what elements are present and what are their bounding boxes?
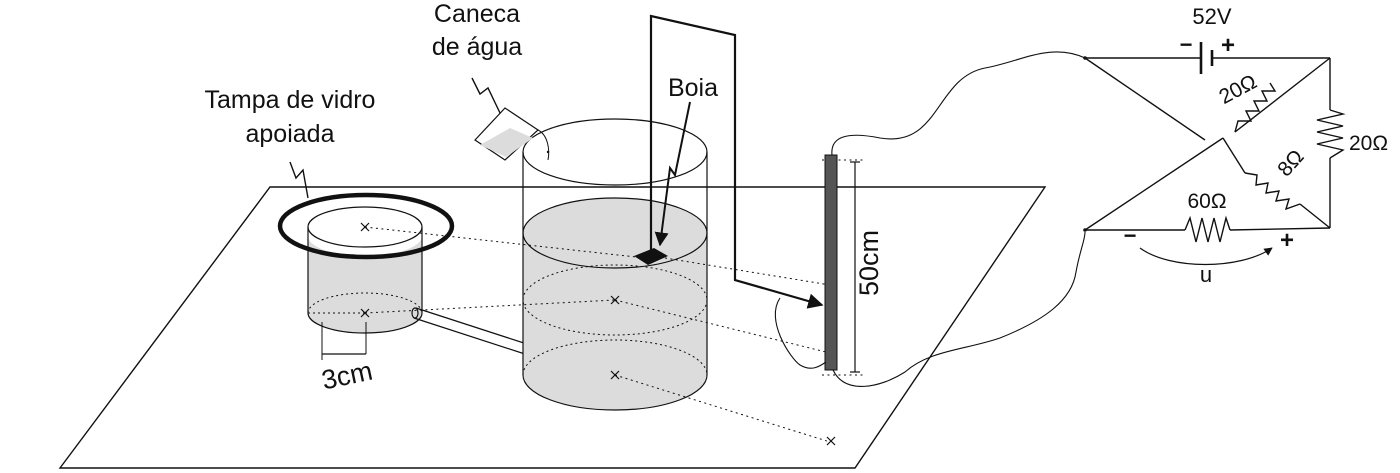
output-voltage-arrow: [1139, 247, 1273, 266]
resistor-diag-lower: [1244, 172, 1301, 211]
float: [634, 248, 668, 265]
label-mug-line2: de água: [432, 33, 522, 61]
wire-top: [831, 51, 1086, 156]
resistor-diag-lower-lead: [1222, 137, 1246, 174]
small-cylinder-bottom-front: [307, 312, 423, 334]
large-cylinder-water-surface-back: [522, 197, 708, 234]
pointer-mug: [471, 77, 501, 114]
label-output-plus: +: [1280, 227, 1294, 254]
node-left: [1083, 228, 1087, 232]
small-cylinder: [307, 206, 423, 334]
resistor-bottom: [1184, 215, 1231, 243]
label-resistor-right: 20Ω: [1349, 132, 1388, 155]
small-cylinder-bottom-back: [307, 292, 423, 314]
large-cylinder-bottom-front: [522, 374, 708, 411]
label-radius: 3cm: [319, 356, 375, 396]
wire-slider: [774, 297, 827, 369]
table-surface: [58, 186, 1047, 469]
rheostat: [824, 154, 838, 371]
label-lid-line1: Tampa de vidro: [205, 86, 376, 114]
label-source-value: 52V: [1192, 4, 1231, 29]
battery: [1199, 42, 1214, 74]
label-source-plus: +: [1221, 32, 1235, 59]
label-length: 50cm: [854, 230, 884, 296]
pointer-lid: [289, 161, 309, 199]
node-top: [1083, 56, 1087, 60]
resistor-right: [1316, 109, 1346, 159]
label-mug-line1: Caneca: [434, 0, 520, 28]
label-source-minus: −: [1180, 32, 1193, 57]
connecting-tube: [411, 307, 533, 356]
length-dimension: [850, 161, 860, 373]
large-cylinder-water-surface-front: [522, 232, 708, 269]
wire-bottom: [832, 231, 1086, 387]
label-lid-line2: apoiada: [246, 120, 335, 148]
small-cylinder-water: [308, 236, 422, 333]
label-output-voltage: u: [1200, 262, 1212, 287]
label-resistor-diag-lower: 8Ω: [1273, 145, 1308, 181]
large-cylinder-water: [523, 198, 707, 410]
large-cylinder: [522, 118, 708, 411]
axis-markers: [360, 222, 836, 446]
label-resistor-diag-upper: 20Ω: [1215, 70, 1260, 109]
large-cylinder-mid-section: [522, 264, 708, 336]
water-mug: [474, 107, 550, 161]
glass-lid: [277, 192, 455, 260]
radius-dimension: [321, 322, 367, 360]
label-resistor-bottom: 60Ω: [1187, 190, 1226, 213]
resistor-diag-upper: [1234, 82, 1277, 133]
label-float: Boia: [668, 74, 718, 102]
pointer-float: [654, 101, 691, 247]
float-rod: [649, 14, 824, 309]
label-output-minus: −: [1124, 223, 1137, 248]
